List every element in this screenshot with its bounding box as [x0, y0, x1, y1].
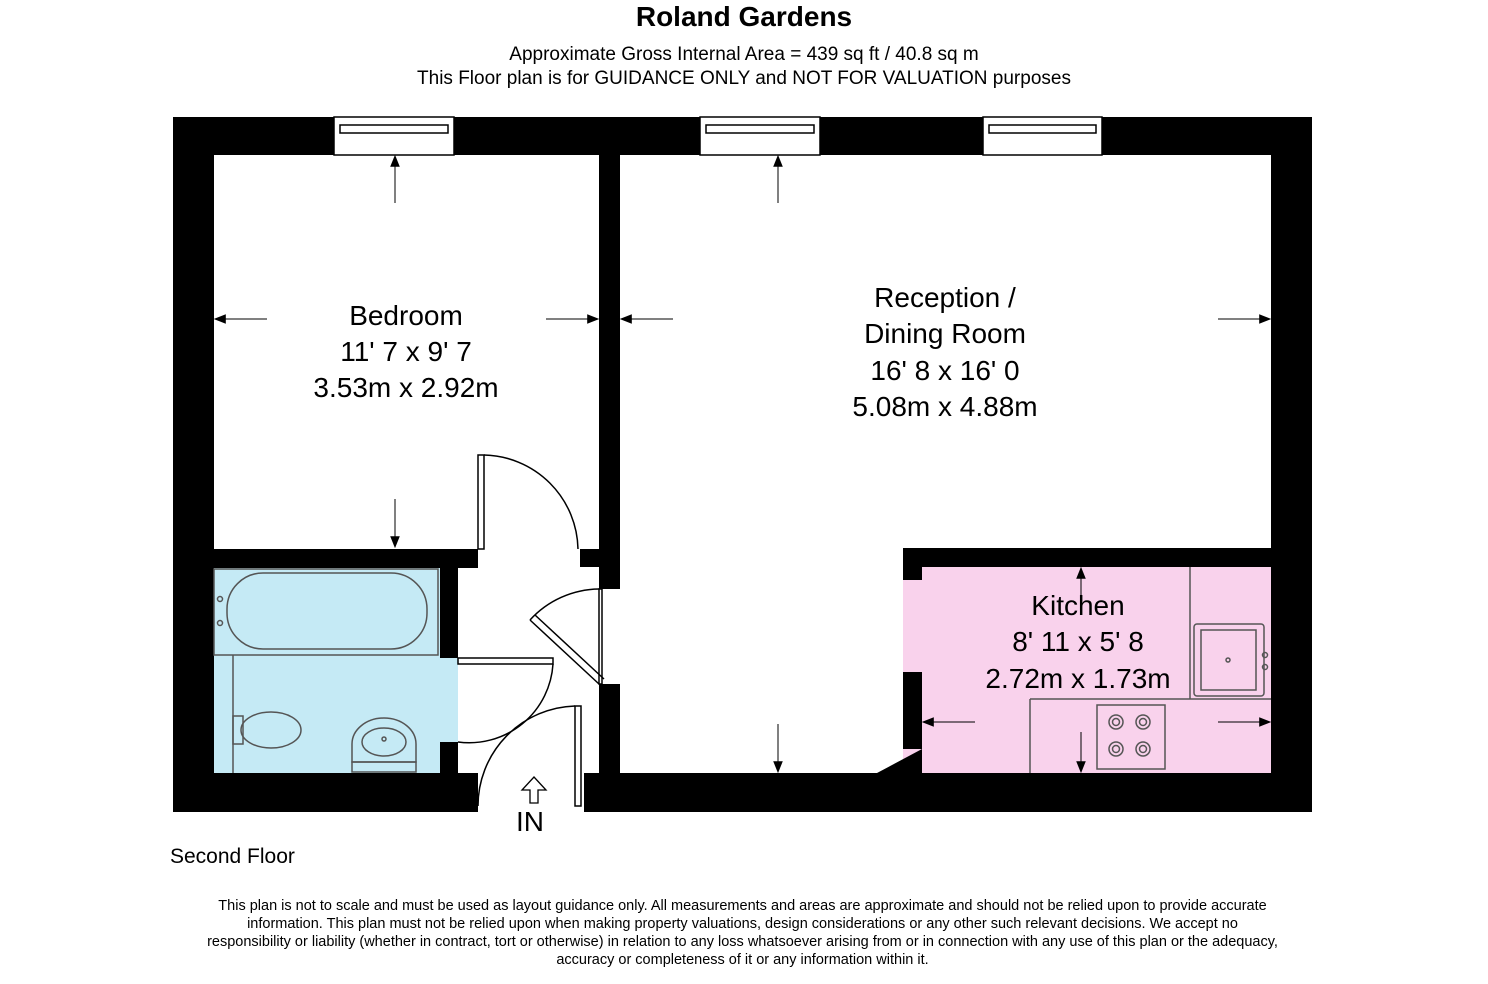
reception-metric: 5.08m x 4.88m — [852, 391, 1037, 422]
area-summary: Approximate Gross Internal Area = 439 sq… — [509, 44, 979, 65]
entrance-arrow-icon — [520, 776, 548, 804]
bedroom-metric: 3.53m x 2.92m — [313, 372, 498, 403]
kitchen-area — [903, 567, 1271, 773]
reception-name-line2: Dining Room — [864, 318, 1026, 349]
doors — [457, 454, 605, 807]
walls — [173, 117, 1312, 812]
windows — [333, 116, 1103, 156]
guidance-notice: This Floor plan is for GUIDANCE ONLY and… — [417, 68, 1071, 89]
dimension-arrows — [213, 154, 1272, 774]
kitchen-metric: 2.72m x 1.73m — [985, 663, 1170, 694]
bathroom-fixtures — [213, 568, 439, 773]
kitchen-label: Kitchen 8' 11 x 5' 8 2.72m x 1.73m — [985, 590, 1170, 694]
kitchen-name: Kitchen — [1031, 590, 1124, 621]
reception-imperial: 16' 8 x 16' 0 — [870, 355, 1019, 386]
kitchen-imperial: 8' 11 x 5' 8 — [1012, 626, 1144, 657]
bedroom-label: Bedroom 11' 7 x 9' 7 3.53m x 2.92m — [313, 300, 498, 403]
bedroom-imperial: 11' 7 x 9' 7 — [340, 336, 472, 367]
reception-name-line1: Reception / — [874, 282, 1016, 313]
disclaimer: This plan is not to scale and must be us… — [207, 898, 1278, 968]
kitchen-fixtures — [1029, 567, 1271, 773]
reception-label: Reception / Dining Room 16' 8 x 16' 0 5.… — [852, 282, 1037, 422]
plan-title: Roland Gardens — [635, 1, 853, 32]
entrance-label: IN — [516, 806, 544, 837]
floor-label: Second Floor — [170, 845, 295, 868]
bedroom-name: Bedroom — [349, 300, 463, 331]
